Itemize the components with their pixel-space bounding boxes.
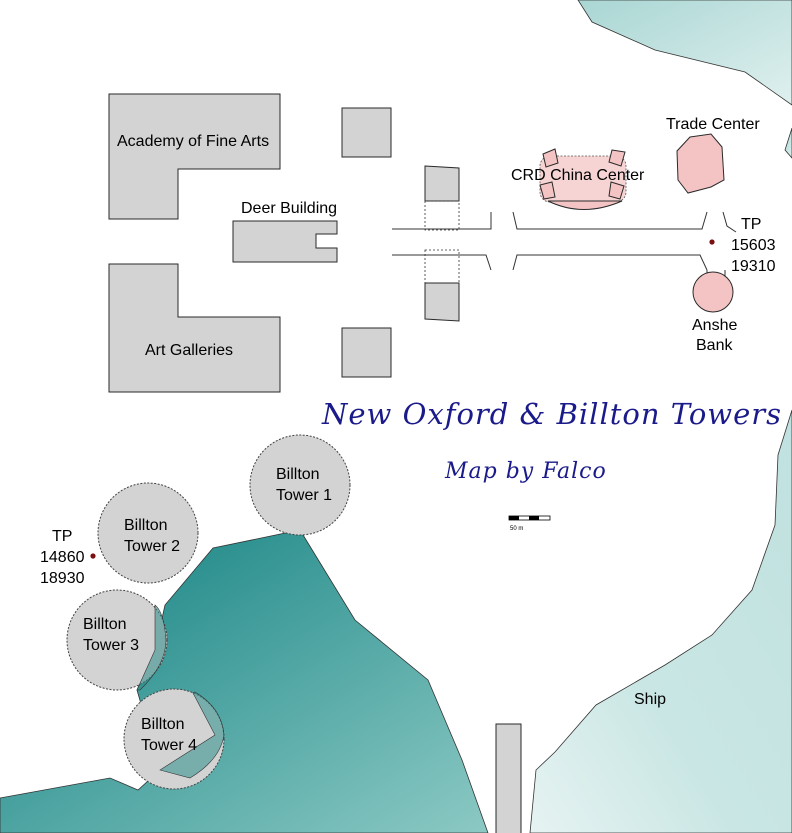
tower-3-line1: Billton: [83, 616, 127, 633]
billton-tower-1[interactable]: [249, 434, 351, 536]
map-subtitle: Map by Falco: [444, 459, 607, 484]
art-galleries-building[interactable]: [108, 263, 281, 393]
tower-4-line1: Billton: [141, 716, 185, 733]
tower-1-line2: Tower 1: [276, 487, 332, 504]
label-deer-building: Deer Building: [241, 200, 337, 217]
label-anshe-line1: Anshe: [692, 317, 737, 334]
billton-tower-3[interactable]: [66, 589, 168, 691]
tower-2-line1: Billton: [124, 517, 168, 534]
tp-marker-west[interactable]: [90, 553, 96, 559]
road-center-top: [512, 211, 708, 230]
road-west-top: [392, 212, 492, 230]
academy-building[interactable]: [108, 93, 281, 220]
tower-1-line1: Billton: [276, 466, 320, 483]
water-overlap-tower3: [136, 604, 167, 691]
water-top-right: [577, 0, 792, 106]
water-ship-area: [529, 409, 792, 833]
tp-west-x: 14860: [40, 549, 85, 566]
road-east-top: [722, 211, 737, 233]
label-art-galleries: Art Galleries: [145, 342, 233, 359]
label-trade-center: Trade Center: [666, 116, 760, 133]
tower-4-line2: Tower 4: [141, 737, 197, 754]
anshe-bank-building[interactable]: [692, 271, 734, 313]
deer-building[interactable]: [232, 220, 338, 263]
scale-label: 50 m: [510, 526, 523, 532]
tp-west-y: 18930: [40, 570, 85, 587]
road-center-bottom: [512, 254, 708, 271]
water-right-edge: [784, 127, 792, 159]
scale-bar: [508, 515, 551, 521]
tp-east-label: TP: [741, 216, 761, 233]
crd-china-center-building[interactable]: [539, 148, 627, 210]
tp-east-x: 15603: [731, 237, 776, 254]
pier[interactable]: [495, 723, 522, 833]
tp-west-label: TP: [52, 528, 72, 545]
label-academy: Academy of Fine Arts: [117, 133, 269, 150]
central-building-north[interactable]: [424, 165, 460, 202]
tp-east-y: 19310: [731, 258, 776, 275]
central-building-south[interactable]: [424, 282, 460, 322]
road-west-bottom: [392, 254, 492, 271]
water-overlap-tower4: [159, 691, 225, 779]
label-crd-china-center: CRD China Center: [511, 167, 645, 184]
trade-center-building[interactable]: [676, 133, 725, 194]
central-dashed-north: [424, 200, 460, 231]
label-ship: Ship: [634, 691, 666, 708]
square-building-south[interactable]: [341, 327, 392, 378]
tower-3-line2: Tower 3: [83, 637, 139, 654]
square-building-north[interactable]: [341, 107, 392, 158]
map-title: New Oxford & Billton Towers: [321, 397, 782, 431]
label-anshe-line2: Bank: [696, 337, 733, 354]
tp-marker-east[interactable]: [709, 239, 715, 245]
tower-2-line2: Tower 2: [124, 538, 180, 555]
billton-tower-2[interactable]: [97, 482, 199, 584]
